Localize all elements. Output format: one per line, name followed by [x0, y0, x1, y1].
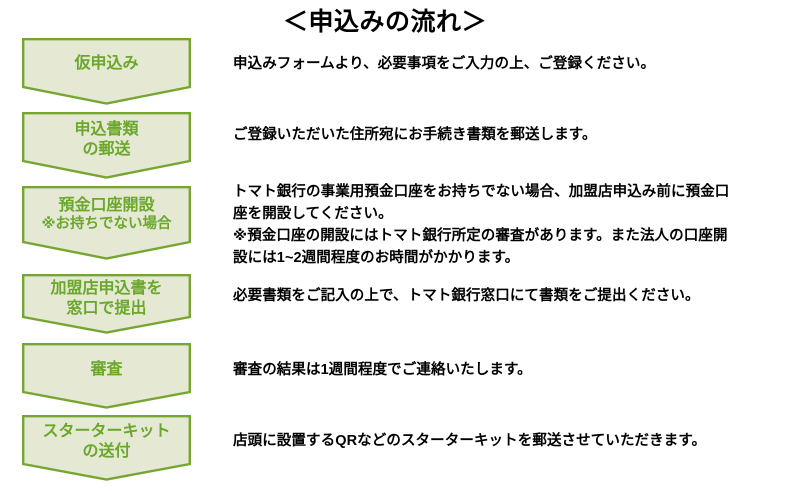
description-line: 店頭に設置するQRなどのスターターキットを郵送させていただきます。 — [233, 433, 707, 449]
description-line: 審査の結果は1週間程度でご連絡いたします。 — [233, 362, 532, 378]
description-line: トマト銀行の事業用預金口座をお持ちでない場合、加盟店申込み前に預金口 — [233, 184, 730, 200]
description-line: 申込みフォームより、必要事項をご入力の上、ご登録ください。 — [233, 56, 656, 72]
step-description-4: 必要書類をご記入の上で、トマト銀行窓口にて書類をご提出ください。 — [233, 285, 789, 307]
chevron-shape-icon — [22, 343, 192, 409]
page-title: ＜申込みの流れ＞ — [282, 8, 487, 36]
chevron-shape-icon — [22, 112, 192, 179]
step-shape-2: 申込書類 の郵送 — [22, 112, 192, 179]
step-description-3: トマト銀行の事業用預金口座をお持ちでない場合、加盟店申込み前に預金口 座を開設し… — [233, 181, 789, 269]
chevron-shape-icon — [22, 415, 192, 481]
step-shape-4: 加盟店申込書を 窓口で提出 — [22, 274, 192, 334]
description-line: ※預金口座の開設にはトマト銀行所定の審査があります。また法人の口座開 — [233, 228, 728, 245]
step-shape-6: スターターキット の送付 — [22, 415, 192, 481]
chevron-shape-icon — [22, 274, 192, 334]
step-description-5: 審査の結果は1週間程度でご連絡いたします。 — [233, 359, 789, 381]
step-description-1: 申込みフォームより、必要事項をご入力の上、ご登録ください。 — [233, 53, 789, 75]
description-line: 座を開設してください。 — [233, 206, 393, 223]
chevron-shape-icon — [22, 38, 192, 105]
step-description-6: 店頭に設置するQRなどのスターターキットを郵送させていただきます。 — [233, 430, 789, 452]
chevron-shape-icon — [22, 186, 192, 260]
step-shape-1: 仮申込み — [22, 38, 192, 105]
description-line: 必要書類をご記入の上で、トマト銀行窓口にて書類をご提出ください。 — [233, 288, 700, 304]
step-shape-5: 審査 — [22, 343, 192, 409]
description-line: 設には1~2週間程度のお時間がかかります。 — [233, 250, 520, 267]
step-shape-3: 預金口座開設 ※お持ちでない場合 — [22, 186, 192, 260]
step-description-2: ご登録いただいた住所宛にお手続き書類を郵送します。 — [233, 124, 789, 146]
description-line: ご登録いただいた住所宛にお手続き書類を郵送します。 — [233, 127, 597, 143]
